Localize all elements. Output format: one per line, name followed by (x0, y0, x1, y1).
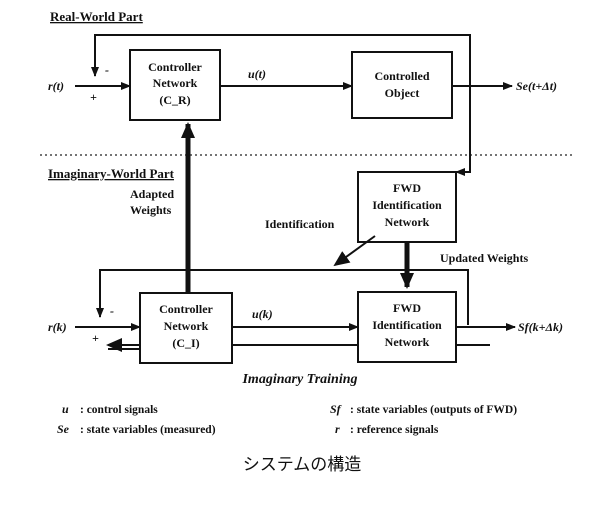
signal-u-t: u(t) (248, 67, 266, 81)
legend-u-symbol: u (62, 402, 69, 416)
fwd-bottom-line1: FWD (393, 301, 421, 315)
controller-imag-line1: Controller (159, 302, 213, 316)
legend-sf-text: : state variables (outputs of FWD) (350, 404, 517, 416)
legend-r-text: : reference signals (350, 424, 439, 436)
fwd-identification-bottom-block (357, 291, 457, 363)
real-minus-sign: - (105, 63, 109, 77)
controller-imag-line2: Network (164, 319, 209, 333)
identification-arrow (333, 235, 376, 267)
adapted-weights-line2: Weights (130, 203, 172, 217)
signal-se-output: Se(t+Δt) (516, 79, 557, 93)
signal-u-k: u(k) (252, 307, 273, 321)
real-world-heading: Real-World Part (50, 9, 143, 24)
fwd-bottom-line3: Network (385, 335, 430, 349)
fwd-top-line3: Network (385, 215, 430, 229)
legend-u-text: : control signals (80, 404, 158, 416)
signal-sf-output: Sf(k+Δk) (518, 320, 563, 334)
legend-se-symbol: Se (57, 422, 70, 436)
controlled-object-line1: Controlled (374, 69, 429, 83)
imaginary-world-heading: Imaginary-World Part (48, 166, 175, 181)
signal-r-k: r(k) (48, 320, 67, 334)
imag-minus-sign: - (110, 304, 114, 318)
controlled-object-block (351, 51, 453, 119)
controlled-object-line2: Object (385, 86, 420, 100)
controller-real-line1: Controller (148, 60, 202, 74)
imag-plus-sign: + (92, 331, 99, 345)
fwd-top-line1: FWD (393, 181, 421, 195)
updated-weights-label: Updated Weights (440, 251, 528, 265)
legend-se-text: : state variables (measured) (80, 424, 216, 436)
imaginary-training-label: Imaginary Training (241, 372, 357, 387)
legend-r-symbol: r (335, 422, 340, 436)
fwd-top-line2: Identification (372, 198, 442, 212)
real-plus-sign: + (90, 90, 97, 104)
adapted-weights-line1: Adapted (130, 187, 174, 201)
controller-real-line3: (C_R) (159, 93, 190, 107)
identification-label: Identification (265, 217, 335, 231)
controller-imag-line3: (C_I) (172, 336, 199, 350)
controller-real-line2: Network (153, 76, 198, 90)
signal-r-t: r(t) (48, 79, 64, 93)
se-to-fwd-line (455, 86, 471, 176)
legend-sf-symbol: Sf (330, 402, 342, 416)
fwd-bottom-line2: Identification (372, 318, 442, 332)
controller-real-block (129, 49, 221, 121)
figure-caption: システムの構造 (243, 455, 362, 475)
imaginary-feedback-line (96, 269, 469, 325)
